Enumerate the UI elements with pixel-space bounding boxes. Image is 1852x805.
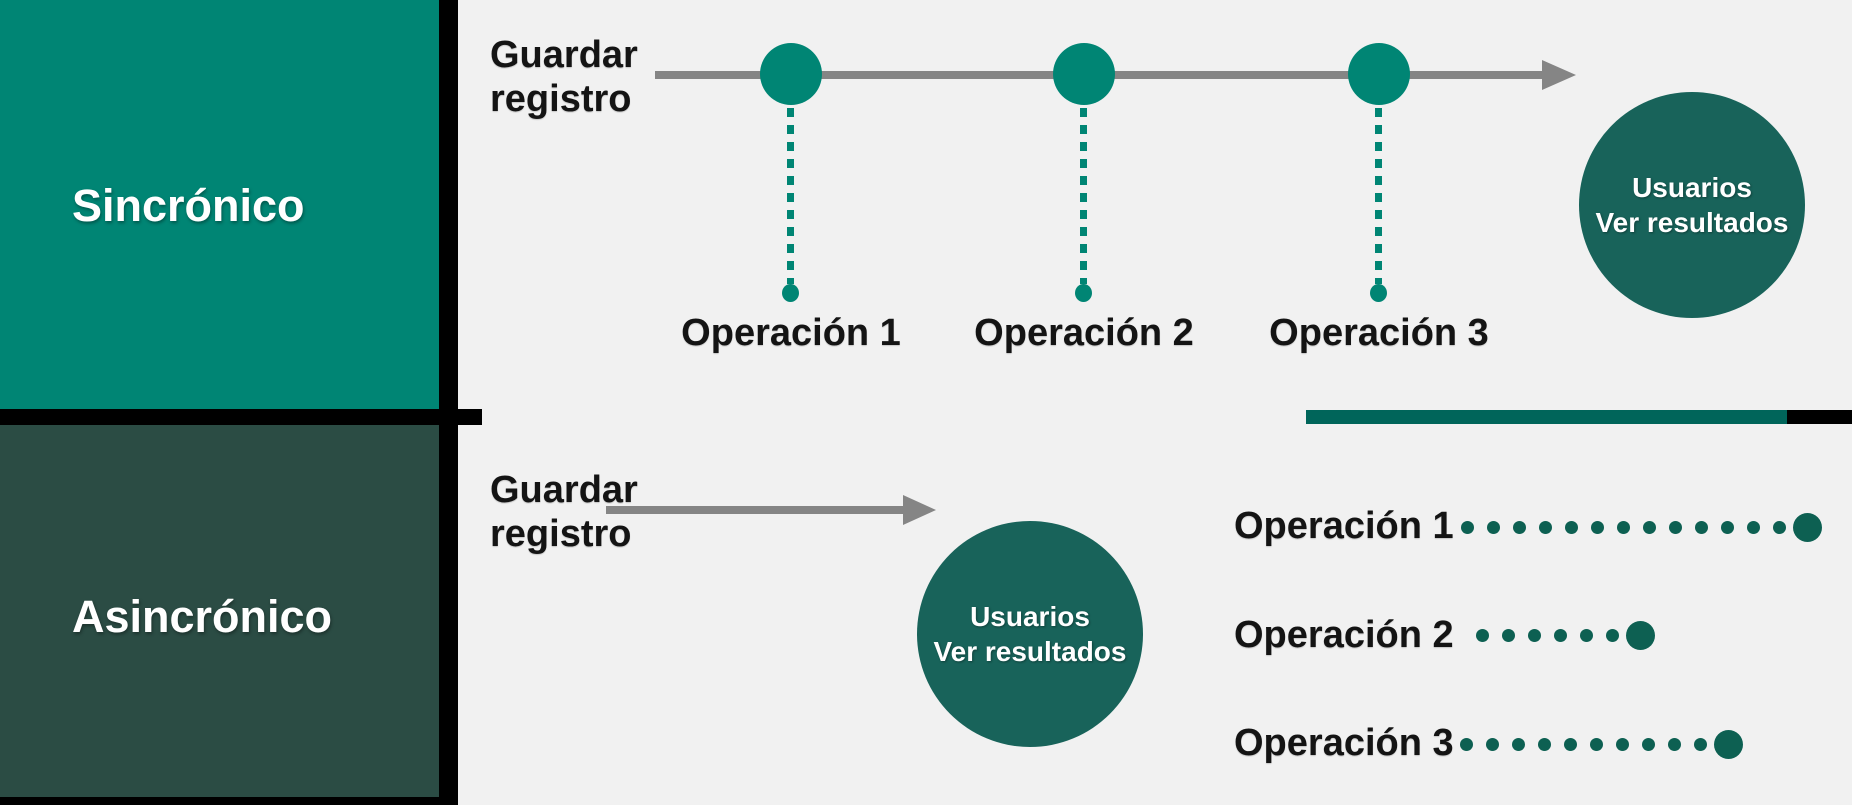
async-operation-progress-dots-3 (1460, 729, 1743, 759)
async-save-label-line2: registro (490, 513, 632, 555)
sync-timeline-arrowhead-icon (1542, 60, 1576, 90)
operation-label: Operación 1 (681, 312, 901, 354)
operation-node-icon (1053, 43, 1115, 105)
users-circle-line2: Ver resultados (1595, 207, 1789, 238)
operation-dotted-stem (1080, 108, 1087, 284)
operation-end-dot-icon (1370, 284, 1387, 302)
async-operation-label-1: Operación 1 (1234, 505, 1454, 547)
async-section-title: Asincrónico (72, 591, 333, 642)
left-divider-vertical-bar (439, 0, 458, 805)
progress-small-dot-icon (1747, 520, 1760, 534)
progress-small-dot-icon (1643, 520, 1656, 534)
progress-small-dot-icon (1487, 520, 1500, 534)
async-save-line (606, 506, 906, 514)
operation-node-icon (760, 43, 822, 105)
async-operation-progress-dots-1 (1461, 512, 1822, 542)
async-operation-label-3: Operación 3 (1234, 722, 1454, 764)
left-divider-horizontal-bar (0, 409, 482, 425)
sync-save-label-line1: Guardar (490, 34, 638, 76)
progress-small-dot-icon (1590, 737, 1603, 751)
progress-small-dot-icon (1773, 520, 1786, 534)
async-save-label-line1: Guardar (490, 469, 638, 511)
operation-end-dot-icon (782, 284, 799, 302)
sync-users-circle: Usuarios Ver resultados (1579, 92, 1805, 318)
async-operation-progress-dots-2 (1476, 620, 1655, 650)
section-divider-bar-black (1787, 410, 1852, 424)
progress-small-dot-icon (1617, 520, 1630, 534)
progress-small-dot-icon (1554, 628, 1567, 642)
progress-small-dot-icon (1669, 520, 1682, 534)
progress-small-dot-icon (1642, 737, 1655, 751)
progress-small-dot-icon (1606, 628, 1619, 642)
progress-end-dot-icon (1714, 729, 1743, 759)
progress-small-dot-icon (1461, 520, 1474, 534)
progress-small-dot-icon (1476, 628, 1489, 642)
async-users-circle: Usuarios Ver resultados (917, 521, 1143, 747)
bottom-left-black-strip (0, 797, 458, 805)
users-circle-line1: Usuarios (1632, 172, 1752, 203)
progress-end-dot-icon (1793, 512, 1822, 542)
async-operation-label-2: Operación 2 (1234, 614, 1454, 656)
section-divider-bar-teal (1306, 410, 1787, 424)
progress-small-dot-icon (1502, 628, 1515, 642)
users-circle-line2: Ver resultados (933, 636, 1127, 667)
async-section-box (0, 425, 439, 805)
operation-dotted-stem (1375, 108, 1382, 284)
async-save-arrowhead-icon (903, 495, 936, 525)
progress-small-dot-icon (1695, 520, 1708, 534)
progress-small-dot-icon (1721, 520, 1734, 534)
operation-label: Operación 2 (974, 312, 1194, 354)
progress-small-dot-icon (1538, 737, 1551, 751)
progress-small-dot-icon (1460, 737, 1473, 751)
progress-small-dot-icon (1591, 520, 1604, 534)
users-circle-line1: Usuarios (970, 601, 1090, 632)
progress-end-dot-icon (1626, 620, 1655, 650)
progress-small-dot-icon (1513, 520, 1526, 534)
progress-small-dot-icon (1564, 737, 1577, 751)
progress-small-dot-icon (1512, 737, 1525, 751)
progress-small-dot-icon (1580, 628, 1593, 642)
progress-small-dot-icon (1694, 737, 1707, 751)
sync-section-box (0, 0, 439, 409)
sync-save-label: Guardar registro (490, 33, 638, 121)
operation-end-dot-icon (1075, 284, 1092, 302)
progress-small-dot-icon (1565, 520, 1578, 534)
operation-dotted-stem (787, 108, 794, 284)
sync-save-label-line2: registro (490, 78, 632, 120)
progress-small-dot-icon (1668, 737, 1681, 751)
async-save-label: Guardar registro (490, 468, 638, 556)
progress-small-dot-icon (1528, 628, 1541, 642)
operation-node-icon (1348, 43, 1410, 105)
progress-small-dot-icon (1486, 737, 1499, 751)
operation-label: Operación 3 (1269, 312, 1489, 354)
progress-small-dot-icon (1539, 520, 1552, 534)
progress-small-dot-icon (1616, 737, 1629, 751)
sync-section-title: Sincrónico (72, 180, 305, 231)
